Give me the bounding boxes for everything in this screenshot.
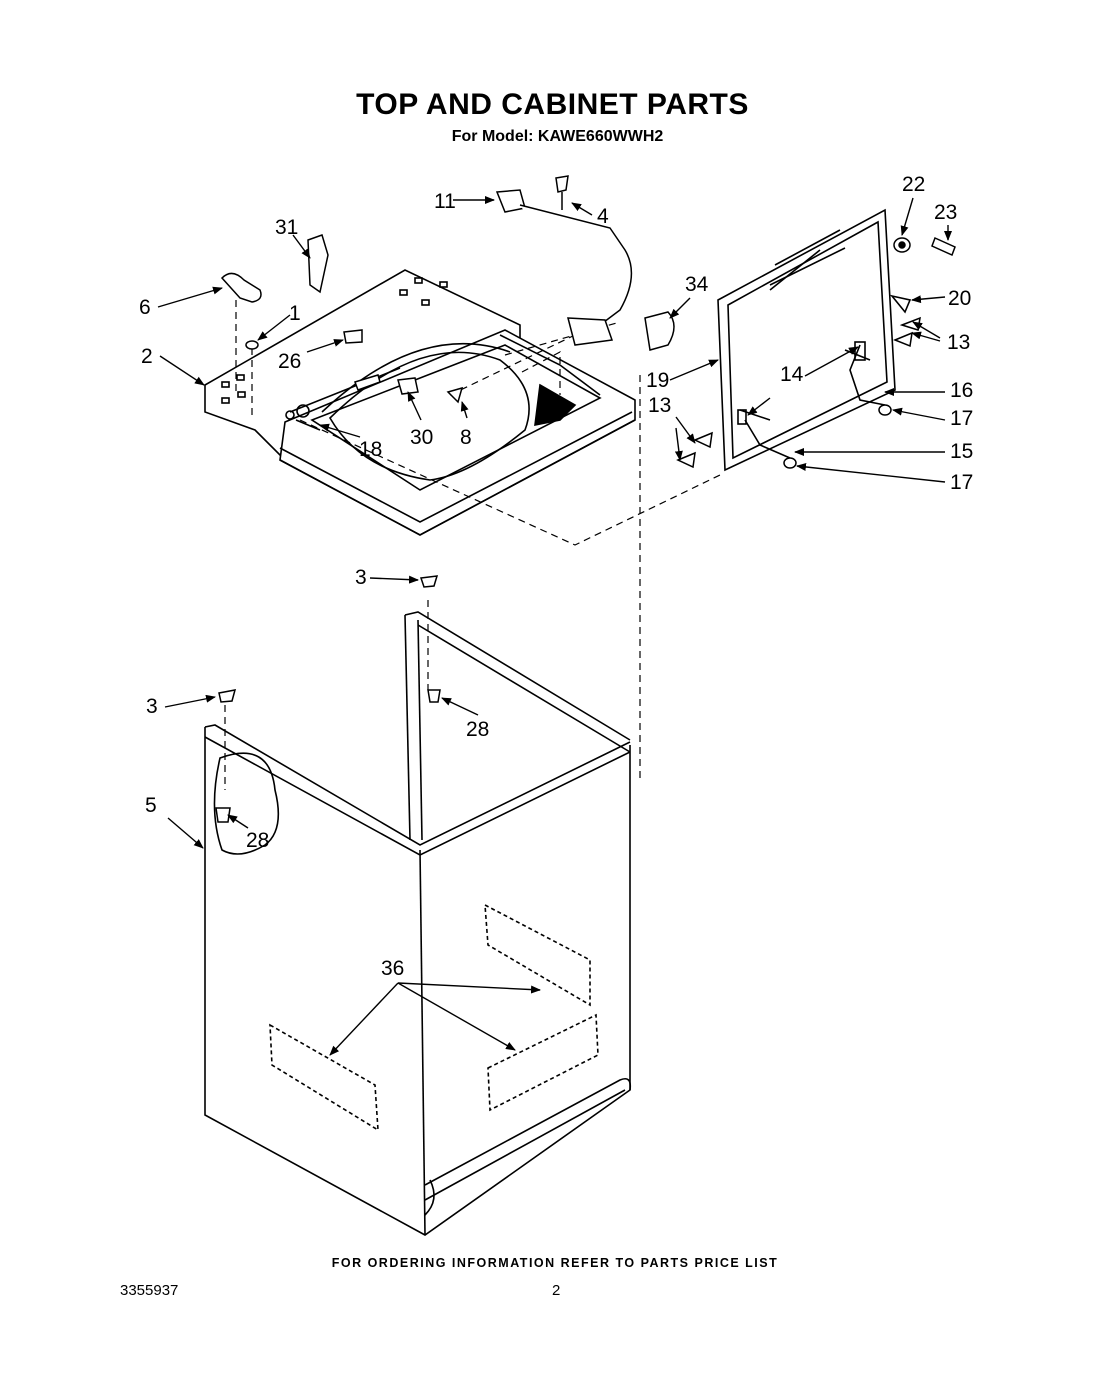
callout-6: 6 (139, 296, 151, 319)
callout-28-left: 28 (246, 829, 269, 852)
callout-18: 18 (359, 438, 382, 461)
callout-17-upper: 17 (950, 407, 973, 430)
callout-13-left: 13 (648, 394, 671, 417)
callout-11: 11 (434, 190, 456, 213)
callout-26: 26 (278, 350, 301, 373)
page-title: TOP AND CABINET PARTS (356, 88, 749, 121)
callout-17-lower: 17 (950, 471, 973, 494)
small-parts (215, 175, 956, 823)
callout-28-right: 28 (466, 718, 489, 741)
leader-lines (157, 196, 952, 849)
callout-4: 4 (597, 205, 609, 228)
callout-16: 16 (950, 379, 973, 402)
washer-top (204, 269, 636, 536)
callout-1: 1 (289, 302, 301, 325)
document-number: 3355937 (120, 1282, 179, 1299)
callout-23: 23 (934, 201, 957, 224)
cabinet (204, 611, 632, 1236)
lid (717, 208, 912, 472)
callout-13-right: 13 (947, 331, 970, 354)
callout-numbers: 1 2 3 3 4 5 6 8 11 13 13 14 15 16 17 17 … (139, 173, 973, 980)
callout-20: 20 (948, 287, 971, 310)
model-subtitle: For Model: KAWE660WWH2 (451, 128, 664, 145)
ordering-info-footer: FOR ORDERING INFORMATION REFER TO PARTS … (331, 1256, 779, 1270)
callout-15: 15 (950, 440, 973, 463)
callout-31: 31 (275, 216, 298, 239)
callout-22: 22 (902, 173, 925, 196)
callout-3-left: 3 (146, 695, 158, 718)
callout-19: 19 (646, 369, 669, 392)
callout-14: 14 (780, 363, 804, 386)
callout-5: 5 (145, 794, 157, 817)
callout-3-top: 3 (355, 566, 367, 589)
callout-8: 8 (460, 426, 472, 449)
sticker-leaders (329, 982, 541, 1056)
callout-34: 34 (685, 273, 709, 296)
callout-30: 30 (410, 426, 433, 449)
page-number: 2 (552, 1282, 561, 1299)
callout-36: 36 (381, 957, 404, 980)
callout-2: 2 (141, 345, 153, 368)
